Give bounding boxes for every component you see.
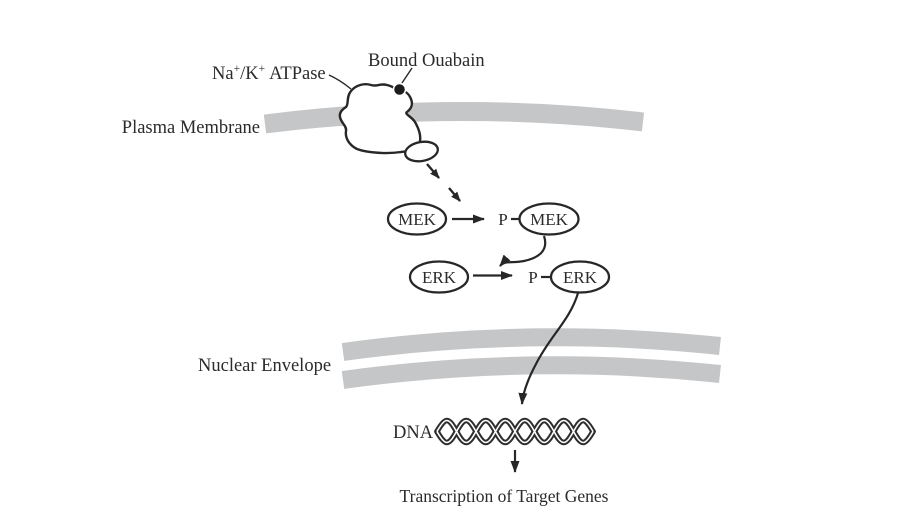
- atpase-label-base2: /K: [240, 64, 259, 84]
- leader-line-ouabain: [401, 67, 413, 84]
- atpase-label-base1: Na: [212, 64, 234, 84]
- transcription-label: Transcription of Target Genes: [400, 486, 609, 506]
- dna-label: DNA: [393, 423, 434, 443]
- plasma-membrane-band: [263, 102, 645, 134]
- dashed-signal-arrow-2: [448, 187, 461, 202]
- nuclear-envelope-inner-band: [341, 356, 721, 389]
- dna-helix: [434, 417, 596, 446]
- erk-ellipse: [408, 260, 470, 294]
- perk-ellipse: [549, 260, 611, 294]
- pmek-to-erk-curved-arrow: [499, 235, 547, 267]
- atpase-subunit-ellipse: [404, 140, 439, 163]
- p-label-erk: P: [528, 268, 537, 287]
- pmek-label: MEK: [530, 210, 569, 229]
- plasma-membrane-label: Plasma Membrane: [122, 118, 260, 138]
- nuclear-envelope-label: Nuclear Envelope: [198, 356, 331, 376]
- atpase-protein-shape: [338, 83, 422, 155]
- dna-helix-strand-b-core: [436, 419, 594, 444]
- pmek-ellipse: [518, 202, 580, 236]
- p-label-mek: P: [498, 210, 507, 229]
- atpase-label-base3: ATPase: [269, 64, 326, 84]
- atpase-label-sup1: +: [234, 63, 241, 75]
- atpase-label: Na+/K+ATPase: [212, 63, 326, 84]
- ouabain-dot: [392, 82, 407, 97]
- atpase-label-sup2: +: [259, 63, 266, 75]
- mek-label: MEK: [398, 210, 437, 229]
- perk-label: ERK: [563, 268, 598, 287]
- perk-to-dna-curved-arrow: [518, 292, 580, 405]
- dashed-signal-arrow-1: [426, 163, 440, 179]
- leader-line-atpase: [328, 74, 352, 90]
- mek-ellipse: [386, 202, 448, 236]
- bound-ouabain-label: Bound Ouabain: [368, 51, 485, 71]
- nuclear-envelope-outer-band: [341, 328, 721, 361]
- erk-label: ERK: [422, 268, 457, 287]
